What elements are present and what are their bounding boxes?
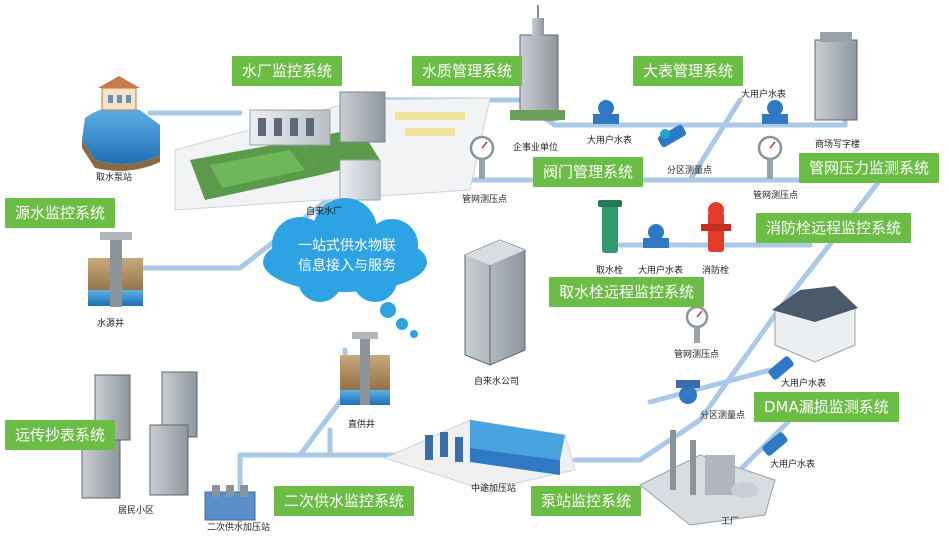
dma-zone-meter-icon	[676, 380, 700, 404]
water-company-building-illustration	[464, 239, 526, 366]
big-meter-management-tag[interactable]: 大表管理系统	[633, 56, 744, 86]
booster-station-illustration	[383, 419, 576, 491]
fire-hydrant-icon	[701, 202, 731, 252]
cloud-line-1: 一站式供水物联	[298, 238, 396, 254]
big-user-meter-middle-label: 大用户水表	[638, 266, 684, 276]
factory-illustration	[639, 430, 776, 526]
source-well-label: 水源井	[97, 319, 125, 329]
secondary-supply-monitoring-tag[interactable]: 二次供水监控系统	[274, 486, 415, 516]
hydrant-intake-monitoring-tag[interactable]: 取水栓远程监控系统	[549, 277, 705, 307]
direct-well-illustration	[340, 332, 390, 405]
big-user-meter-right-icon	[762, 100, 788, 124]
dma-big-user-meter-label: 大用户水表	[781, 379, 827, 389]
water-plant-monitoring-tag[interactable]: 水厂监控系统	[232, 56, 343, 86]
big-user-meter-top-label: 大用户水表	[587, 136, 633, 146]
intake-station-label: 取水泵站	[96, 173, 133, 183]
factory-big-user-meter-label: 大用户水表	[770, 460, 816, 470]
water-plant-illustration	[174, 91, 491, 211]
source-water-monitoring-tag[interactable]: 源水监控系统	[5, 198, 116, 228]
pipe-main-diagonal	[572, 177, 883, 463]
direct-well-label: 直供井	[348, 420, 376, 430]
pipe-pressure-monitoring-tag[interactable]: 管网压力监测系统	[799, 153, 940, 183]
pipe-diagonal-top	[687, 97, 743, 183]
zone-meter-top-icon	[657, 124, 687, 148]
cloud-shape	[263, 198, 427, 338]
remote-meter-reading-tag[interactable]: 远传抄表系统	[5, 420, 116, 450]
pipe-dma-branch	[647, 367, 773, 405]
booster-station-label: 中途加压站	[471, 484, 517, 494]
factory-label: 工厂	[721, 517, 740, 527]
manor-building-illustration	[772, 286, 858, 363]
valve-management-tag[interactable]: 阀门管理系统	[533, 157, 644, 187]
big-user-meter-middle-icon	[643, 224, 669, 248]
water-company-label: 自来水公司	[474, 377, 520, 387]
commercial-building-label: 商场写字楼	[815, 140, 861, 150]
dma-zone-meter-label: 分区测量点	[700, 411, 746, 421]
fire-hydrant-label: 消防栓	[702, 266, 730, 276]
fire-hydrant-monitoring-tag[interactable]: 消防栓远程监控系统	[756, 213, 912, 243]
dma-leakage-monitoring-tag[interactable]: DMA漏损监测系统	[754, 392, 899, 422]
water-plant-label: 自来水厂	[306, 207, 343, 217]
secondary-station-label: 二次供水加压站	[207, 523, 271, 533]
pipe-direct-well	[297, 347, 348, 458]
pipe-pressure-point-right-label: 管网测压点	[753, 191, 799, 201]
hydrant-intake-label: 取水栓	[596, 266, 624, 276]
cloud-caption: 一站式供水物联 信息接入与服务	[282, 236, 412, 276]
pump-station-monitoring-tag[interactable]: 泵站监控系统	[531, 486, 642, 516]
residential-label: 居民小区	[118, 506, 155, 516]
pipe-pressure-point-left-label: 管网测压点	[462, 195, 508, 205]
big-user-meter-top-icon	[593, 100, 619, 124]
big-user-meter-right-label: 大用户水表	[741, 90, 787, 100]
factory-big-user-meter-icon	[762, 432, 788, 456]
pressure-gauge-right-icon	[757, 135, 783, 179]
pipe-pressure-point-middle-label: 管网测压点	[674, 350, 720, 360]
cloud-line-2: 信息接入与服务	[298, 258, 396, 274]
source-well-illustration	[88, 232, 143, 307]
dma-big-user-meter-icon	[768, 356, 794, 380]
pressure-gauge-middle-icon	[685, 305, 709, 343]
commercial-building-illustration	[814, 32, 858, 121]
intake-hydrant-icon	[598, 200, 622, 253]
intake-station-illustration	[82, 76, 160, 171]
secondary-supply-station-illustration	[204, 485, 256, 521]
enterprise-label: 企事业单位	[513, 143, 559, 153]
water-quality-management-tag[interactable]: 水质管理系统	[412, 56, 523, 86]
zone-meter-top-label: 分区测量点	[667, 166, 713, 176]
pressure-gauge-left-icon	[469, 135, 495, 179]
